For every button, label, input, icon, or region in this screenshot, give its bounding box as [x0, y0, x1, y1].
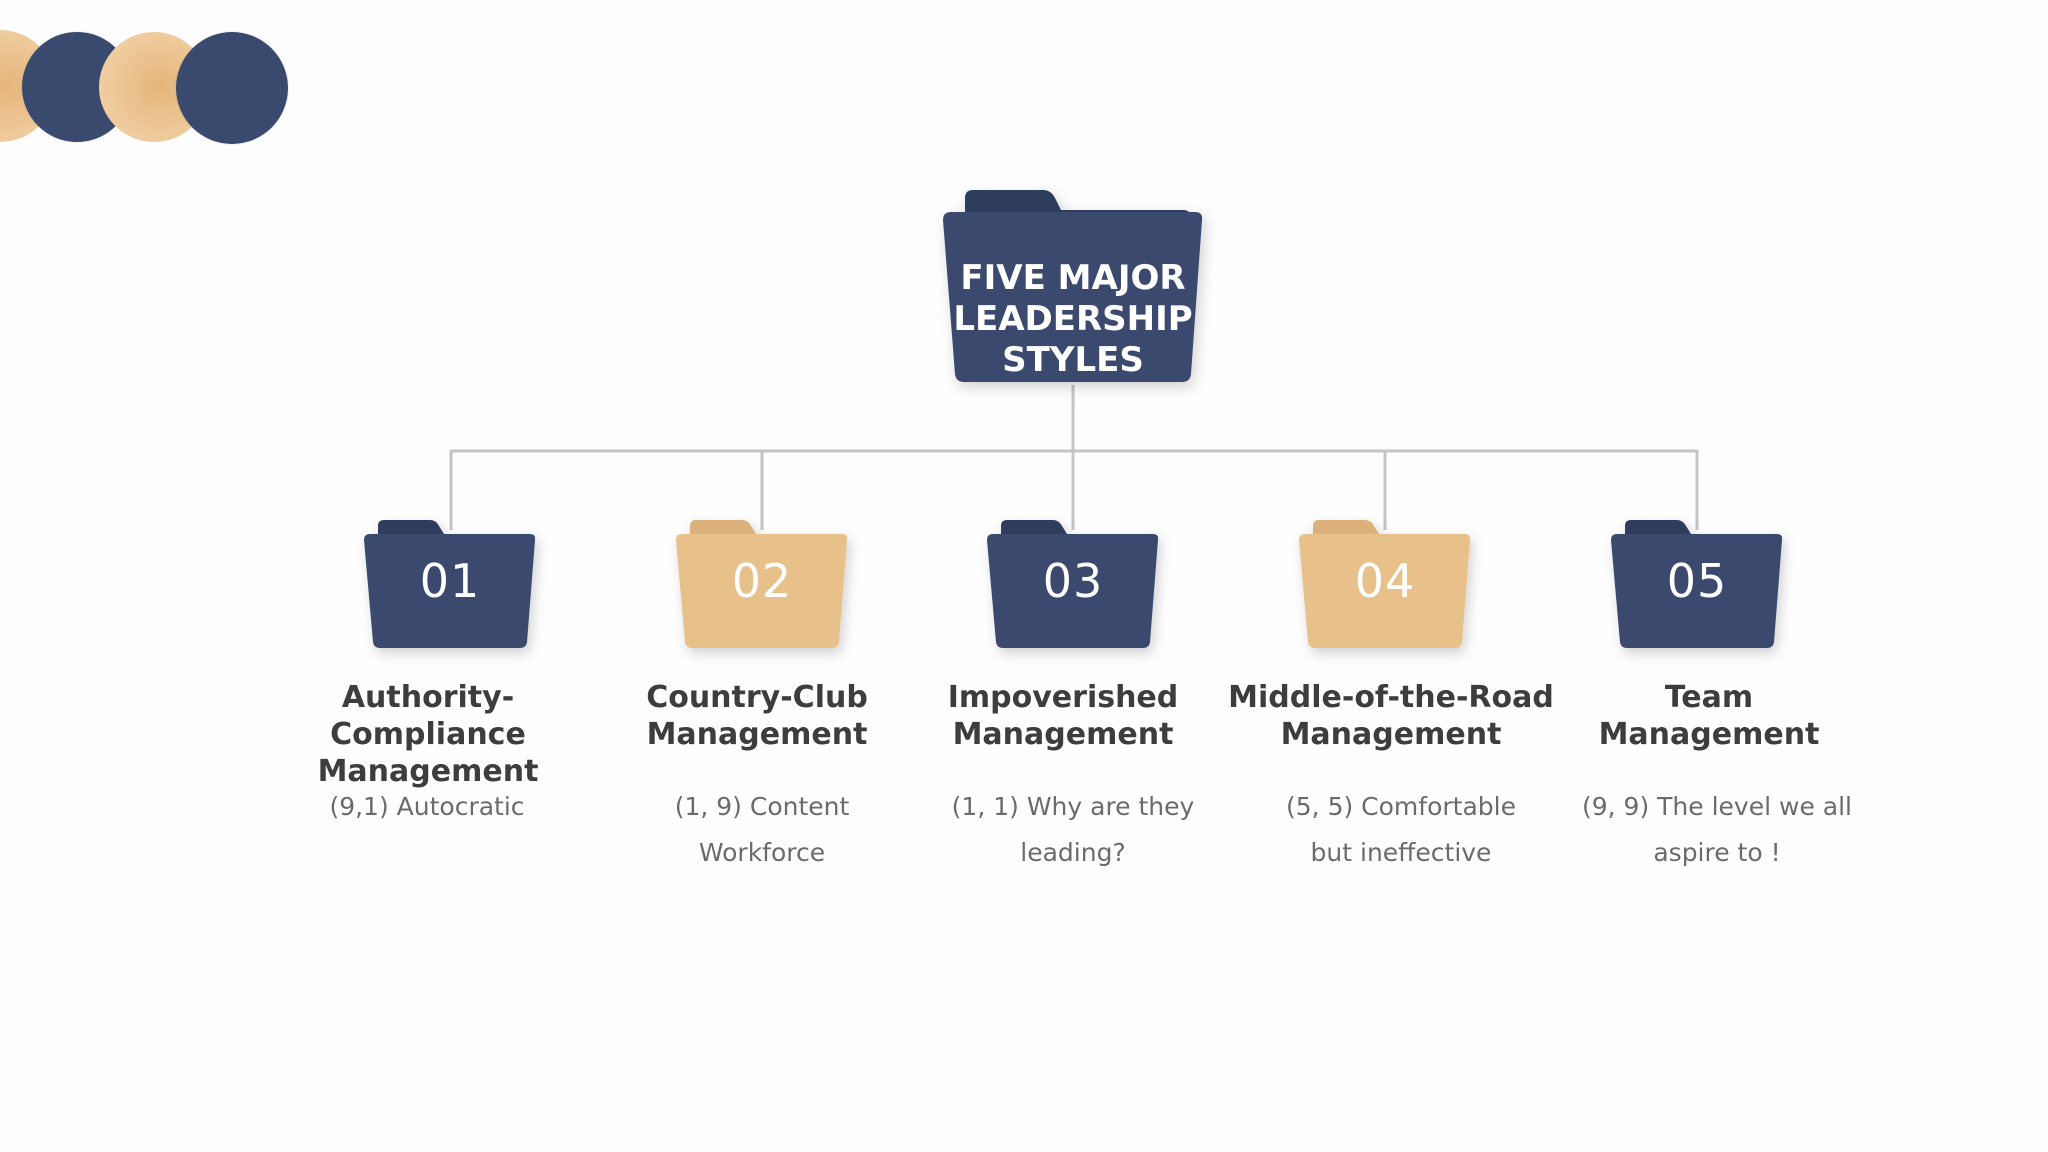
root-title: FIVE MAJOR LEADERSHIP STYLES — [953, 258, 1193, 380]
root-folder: FIVE MAJOR LEADERSHIP STYLES — [943, 188, 1203, 390]
folder-icon — [676, 520, 848, 648]
branch-title: Country-Club Management — [646, 680, 868, 752]
branch-number: 04 — [1354, 554, 1416, 608]
branch-description: (1, 1) Why are they leading? — [951, 792, 1195, 867]
branch-folder-03: 03 — [987, 518, 1159, 654]
branch-title: Team Management — [1598, 680, 1820, 752]
branch-folder-01: 01 — [364, 518, 536, 654]
folder-icon — [1299, 520, 1471, 648]
branch-description: (5, 5) Comfortable but ineffective — [1286, 792, 1516, 867]
branch-number: 03 — [1042, 554, 1104, 608]
branch-number: 05 — [1666, 554, 1728, 608]
folder-icon — [943, 190, 1203, 382]
branch-description: (1, 9) Content Workforce — [674, 792, 850, 867]
branch-folder-02: 02 — [676, 518, 848, 654]
folder-icon — [987, 520, 1159, 648]
branch-title: Authority-Compliance Management — [317, 680, 539, 789]
branch-folder-05: 05 — [1611, 518, 1783, 654]
branch-title: Impoverished Management — [947, 680, 1179, 752]
decorative-circle — [176, 32, 288, 144]
folder-icon — [1611, 520, 1783, 648]
branch-number: 02 — [731, 554, 793, 608]
branch-number: 01 — [419, 554, 481, 608]
branch-folder-04: 04 — [1299, 518, 1471, 654]
branch-description: (9, 9) The level we all aspire to ! — [1582, 792, 1852, 867]
folder-icon — [364, 520, 536, 648]
branch-description: (9,1) Autocratic — [329, 792, 525, 821]
branch-title: Middle-of-the-Road Management — [1228, 680, 1554, 752]
